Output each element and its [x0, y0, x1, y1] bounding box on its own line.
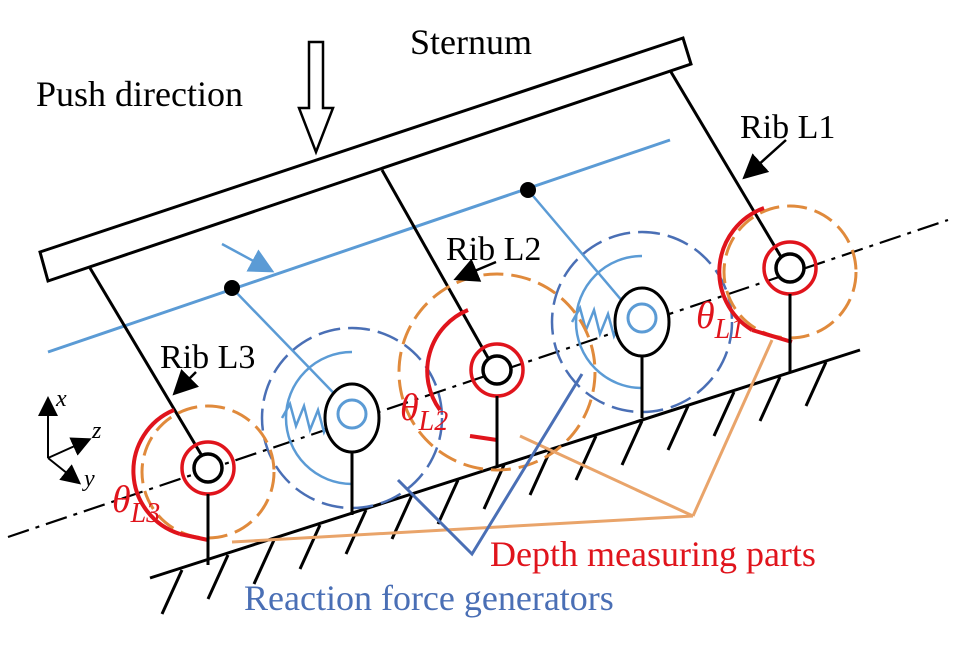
sternum-label: Sternum [410, 22, 532, 62]
depth-parts-label: Depth measuring parts [490, 534, 816, 574]
axis-y-label: y [82, 466, 95, 492]
depth-part-l2 [397, 272, 597, 472]
push-arrow-icon [297, 40, 335, 156]
theta-l2-label: θL2 [400, 387, 448, 437]
rib-links [88, 71, 792, 467]
axis-x-label: x [55, 386, 67, 412]
joint-dot-2 [520, 182, 536, 198]
ground-hatching [160, 361, 828, 615]
push-direction-label: Push direction [36, 74, 243, 114]
ground [149, 348, 861, 615]
coordinate-axes-icon [38, 396, 92, 485]
rib-l2-label: Rib L2 [446, 231, 541, 268]
depth-leaders [231, 339, 774, 544]
guide-line [47, 138, 671, 354]
guide-arrow-icon [221, 242, 275, 273]
sternum-plate [38, 36, 693, 283]
axis-z-label: z [91, 418, 102, 444]
joint-dot-1 [224, 280, 240, 296]
depth-part-l3 [131, 404, 276, 565]
theta-l1-label: θL1 [696, 295, 744, 345]
rib-l3-label: Rib L3 [160, 339, 255, 376]
reaction-leader [396, 373, 584, 557]
reaction-force-label: Reaction force generators [244, 578, 614, 618]
rib-l3-arrow-icon [172, 369, 199, 396]
rotation-axis [7, 218, 949, 539]
rib-l1-label: Rib L1 [740, 109, 835, 146]
theta-l3-label: θL3 [112, 479, 160, 529]
reaction-generator-1 [260, 326, 444, 515]
rib-l2-arrow-icon [453, 258, 497, 282]
depth-part-l1 [717, 204, 858, 372]
reaction-generator-2 [550, 230, 734, 418]
rib-l1-arrow-icon [742, 139, 787, 180]
